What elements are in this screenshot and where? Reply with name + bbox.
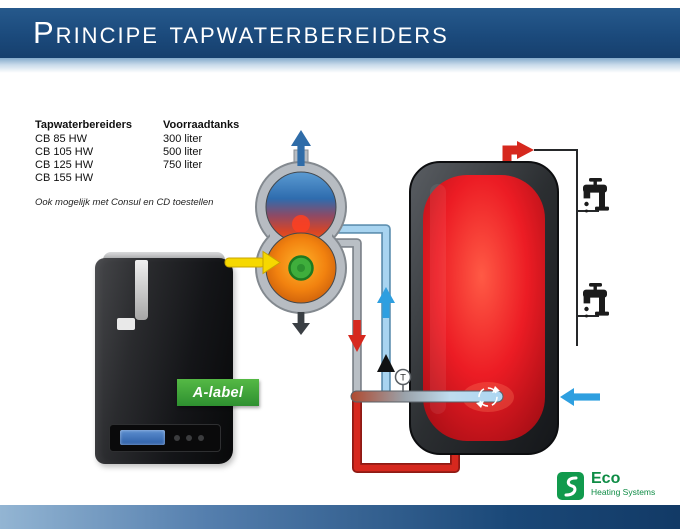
cold-water-inlet-arrow xyxy=(560,388,600,406)
boiler-unit xyxy=(95,252,233,464)
footer-bar xyxy=(0,505,680,529)
flow-up-arrow xyxy=(377,287,395,318)
boiler-button xyxy=(174,435,180,441)
column-header: Voorraadtanks xyxy=(163,119,240,131)
list-item: CB 105 HW xyxy=(35,146,94,158)
temperature-sensor: T xyxy=(394,368,412,392)
boiler-display xyxy=(120,430,165,445)
logo-subtitle: Heating Systems xyxy=(591,487,656,497)
energy-label-badge: A-label xyxy=(177,379,259,406)
header-fade-strip xyxy=(0,58,680,73)
boiler-supply-pipe xyxy=(352,394,460,473)
boiler-button xyxy=(186,435,192,441)
list-item: 500 liter xyxy=(163,146,203,158)
list-item: CB 155 HW xyxy=(35,172,94,184)
tank-coil-pipe xyxy=(350,382,514,412)
water-drop-icon xyxy=(585,314,588,318)
boiler-flue-strip xyxy=(135,260,148,320)
list-item: 300 liter xyxy=(163,133,203,145)
heat-exchanger xyxy=(255,149,347,314)
list-item: CB 125 HW xyxy=(35,159,94,171)
sensor-label: T xyxy=(400,373,406,384)
boiler-label-sticker xyxy=(117,318,135,330)
water-drop-icon xyxy=(585,209,588,213)
flow-down-arrow xyxy=(348,320,366,352)
logo-text: Eco Heating Systems xyxy=(591,470,655,497)
note-text: Ook mogelijk met Consul en CD toestellen xyxy=(35,197,214,208)
list-item: CB 85 HW xyxy=(35,133,87,145)
product-column-voorraadtanks: Voorraadtanks 300 liter 500 liter 750 li… xyxy=(163,119,239,172)
column-header: Tapwaterbereiders xyxy=(35,119,133,131)
flue-up-arrow xyxy=(291,130,311,166)
circulation-swirl-icon xyxy=(478,387,498,407)
water-drop-icon xyxy=(584,306,589,312)
page-title: Principe tapwaterbereiders xyxy=(33,15,449,50)
boiler-button xyxy=(198,435,204,441)
company-logo: Eco Heating Systems xyxy=(556,470,655,502)
water-drop-icon xyxy=(584,201,589,207)
gas-supply-arrow xyxy=(224,250,281,275)
product-column-tapwaterbereiders: Tapwaterbereiders CB 85 HW CB 105 HW CB … xyxy=(35,119,132,185)
header-bar: Principe tapwaterbereiders xyxy=(0,8,680,58)
list-item: 750 liter xyxy=(163,159,203,171)
logo-name: Eco xyxy=(591,470,621,487)
condensate-down-arrow xyxy=(292,312,310,335)
boiler-control-panel xyxy=(109,424,221,452)
logo-icon xyxy=(557,472,584,500)
return-pipe-blue xyxy=(330,224,391,396)
storage-tank xyxy=(409,161,559,455)
pump-icon xyxy=(377,354,395,372)
